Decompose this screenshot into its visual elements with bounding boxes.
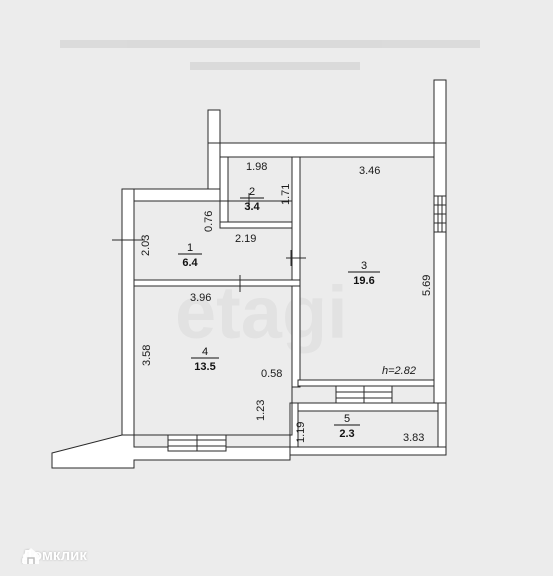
- dimension-label: 0.58: [261, 368, 282, 380]
- room-area: 13.5: [194, 361, 215, 373]
- room-number: 4: [202, 346, 208, 358]
- room-area: 6.4: [182, 257, 198, 269]
- dimension-label: 5.69: [421, 275, 433, 296]
- window-bottom: [167, 434, 227, 452]
- room-area: 2.3: [339, 428, 354, 440]
- brand-badge: Домклик: [22, 547, 87, 564]
- room-number: 5: [344, 413, 350, 425]
- door-marks: [112, 193, 306, 292]
- room-area: 19.6: [353, 275, 374, 287]
- ceiling-height-label: h=2.82: [382, 365, 416, 377]
- dimension-label: 3.58: [141, 345, 153, 366]
- dimension-label: 3.83: [403, 432, 424, 444]
- dimension-label: 3.96: [190, 292, 211, 304]
- dimension-label: 0.76: [203, 211, 215, 232]
- room-label-2: 2 3.4: [240, 186, 264, 213]
- room-labels: 2 3.4 1 6.4 3 19.6 4 13.5 5 2.3: [178, 186, 380, 440]
- room-label-1: 1 6.4: [178, 242, 202, 269]
- domclick-house-icon: [23, 548, 39, 564]
- room-number: 2: [249, 186, 255, 198]
- room-area: 3.4: [244, 201, 260, 213]
- room-label-5: 5 2.3: [334, 413, 360, 440]
- windows: [167, 195, 447, 452]
- dimension-label: 1.23: [255, 400, 267, 421]
- dimension-label: 3.46: [359, 165, 380, 177]
- window-right: [433, 195, 447, 233]
- room-label-3: 3 19.6: [348, 260, 380, 287]
- dimension-label: 2.03: [140, 235, 152, 256]
- dimension-label: 1.71: [280, 184, 292, 205]
- dimension-label: 1.19: [295, 422, 307, 443]
- room-number: 3: [361, 260, 367, 272]
- dimension-label: 1.98: [246, 161, 267, 173]
- dimension-labels: 1.98 1.71 0.76 2.19 2.03 3.96 3.46 5.69 …: [140, 161, 433, 444]
- faded-header-marks: [60, 40, 480, 70]
- dimension-label: 2.19: [235, 233, 256, 245]
- window-balcony-door: [335, 385, 393, 404]
- room-label-4: 4 13.5: [191, 346, 219, 373]
- room-number: 1: [187, 242, 193, 254]
